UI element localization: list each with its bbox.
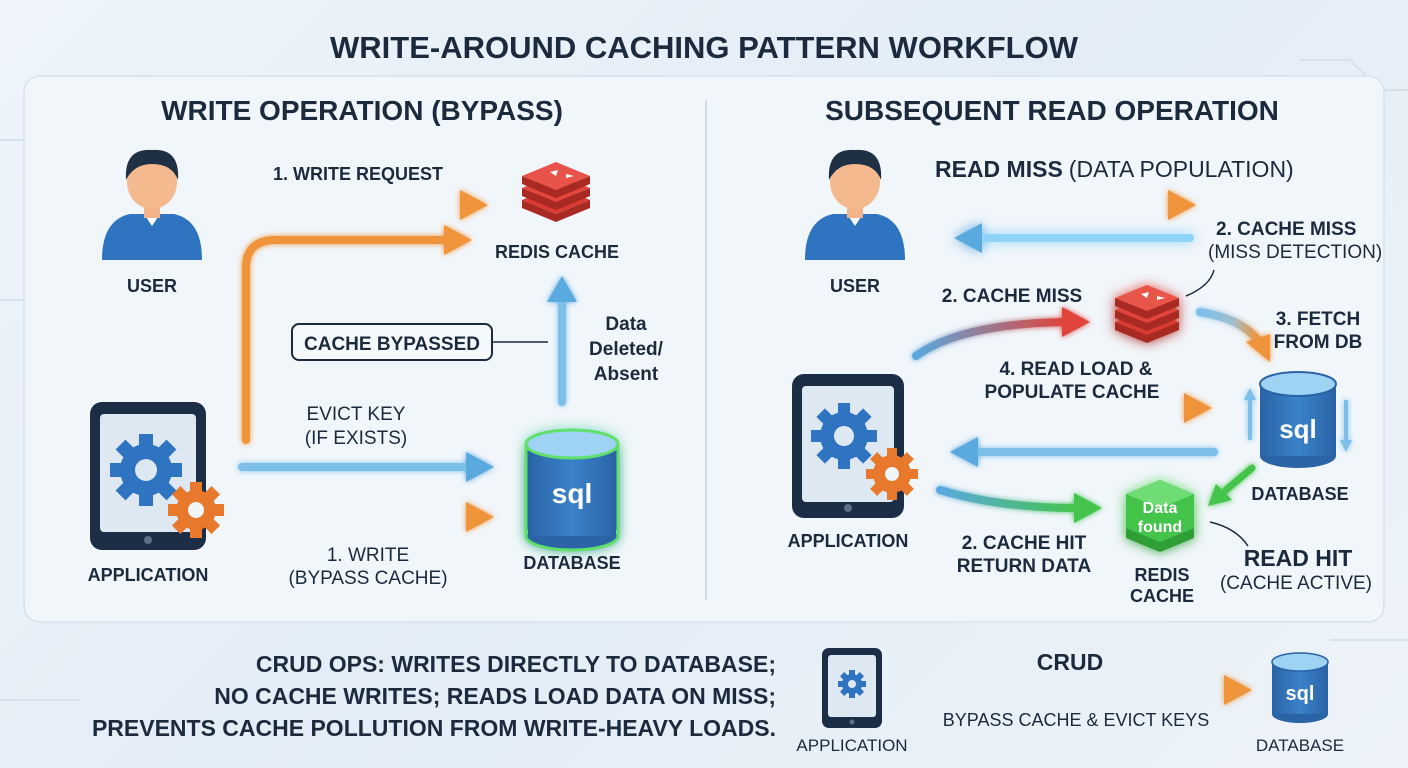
summary-line1: CRUD OPS: WRITES DIRECTLY TO DATABASE; <box>256 651 776 677</box>
read-hit-bold: READ HIT <box>1244 545 1353 571</box>
application-icon <box>90 402 224 550</box>
read-redis-icon <box>1115 285 1179 343</box>
write-database-label: DATABASE <box>523 553 620 573</box>
summary-line2: NO CACHE WRITES; READS LOAD DATA ON MISS… <box>214 683 776 709</box>
miss-callout-line <box>1185 269 1215 297</box>
cache-miss-2-line1: 2. CACHE MISS <box>1216 219 1356 240</box>
read-db-icon-text: sql <box>1279 414 1317 444</box>
redis-cache-line2: CACHE <box>1130 586 1194 606</box>
fetch-from-db-arrow <box>1196 308 1270 362</box>
read-hit-sub: (CACHE ACTIVE) <box>1220 573 1372 594</box>
write-user-label: USER <box>127 276 177 296</box>
data-deleted-line3: Absent <box>594 364 659 385</box>
data-deleted-line2: Deleted/ <box>589 339 664 360</box>
footer-database-icon <box>1271 652 1329 723</box>
miss-return-arrow <box>954 223 1194 253</box>
evict-key-line2: (IF EXISTS) <box>305 428 407 449</box>
app-to-redis-arrow <box>242 225 472 444</box>
read-application-label: APPLICATION <box>788 531 909 551</box>
read-application-icon <box>792 374 918 518</box>
cache-bypassed-label: CACHE BYPASSED <box>304 334 480 355</box>
read-user-icon <box>805 149 905 260</box>
footer-database-label: DATABASE <box>1256 736 1344 755</box>
footer-db-icon-text: sql <box>1286 683 1315 705</box>
cache-miss-2-line2: (MISS DETECTION) <box>1208 242 1382 263</box>
redis-cache-line1: REDIS <box>1134 565 1189 585</box>
read-miss-heading: READ MISS(DATA POPULATION) <box>935 156 1294 182</box>
write-db-icon-text: sql <box>552 478 592 509</box>
cache-miss-label: 2. CACHE MISS <box>942 286 1082 307</box>
data-deleted-line1: Data <box>605 314 647 335</box>
read-user-label: USER <box>830 276 880 296</box>
write-panel-heading: WRITE OPERATION (BYPASS) <box>161 95 563 126</box>
database-icon <box>524 428 620 552</box>
footer-crud-label: CRUD <box>1037 649 1103 675</box>
read-database-icon <box>1244 371 1352 468</box>
write-application-label: APPLICATION <box>88 565 209 585</box>
summary-line3: PREVENTS CACHE POLLUTION FROM WRITE-HEAV… <box>92 715 776 741</box>
read-load-line1: 4. READ LOAD & <box>999 359 1152 380</box>
cache-hit-line1: 2. CACHE HIT <box>962 533 1087 554</box>
write-line1: 1. WRITE <box>327 545 409 566</box>
main-panel <box>23 75 1385 623</box>
user-icon <box>102 149 202 260</box>
app-to-redis-miss-arrow <box>912 307 1090 360</box>
footer-bypass-label: BYPASS CACHE & EVICT KEYS <box>943 710 1209 730</box>
write-bypass-arrow <box>238 502 494 532</box>
data-found-line2: found <box>1138 519 1182 536</box>
read-panel-heading: SUBSEQUENT READ OPERATION <box>825 95 1279 126</box>
read-load-line2: POPULATE CACHE <box>985 382 1160 403</box>
evict-key-arrow <box>238 452 494 482</box>
db-to-redis-arrow <box>547 276 577 406</box>
fetch-line2: FROM DB <box>1274 332 1363 353</box>
fetch-line1: 3. FETCH <box>1276 309 1360 330</box>
db-return-arrow <box>950 437 1218 467</box>
footer-application-label: APPLICATION <box>796 736 907 755</box>
read-miss-bold: READ MISS <box>935 156 1063 182</box>
read-request-arrow <box>948 190 1196 220</box>
write-request-label: 1. WRITE REQUEST <box>273 164 443 184</box>
write-line2: (BYPASS CACHE) <box>288 568 447 589</box>
read-database-label: DATABASE <box>1251 484 1348 504</box>
read-load-arrow <box>946 393 1212 423</box>
read-hit-callout-line <box>1209 521 1249 547</box>
footer-application-icon <box>822 648 882 728</box>
db-to-cache-arrow <box>1208 464 1256 506</box>
data-found-icon <box>1126 480 1194 552</box>
cache-hit-arrow <box>936 486 1102 523</box>
footer-crud-arrow <box>898 675 1252 705</box>
data-found-line1: Data <box>1143 500 1178 517</box>
redis-icon <box>522 162 590 222</box>
write-request-arrow <box>240 190 488 220</box>
cache-bypassed-box <box>291 323 493 361</box>
page-title: WRITE-AROUND CACHING PATTERN WORKFLOW <box>330 30 1079 65</box>
write-redis-label: REDIS CACHE <box>495 242 619 262</box>
cache-hit-line2: RETURN DATA <box>957 556 1092 577</box>
read-miss-rest: (DATA POPULATION) <box>1069 156 1294 182</box>
evict-key-line1: EVICT KEY <box>307 404 406 425</box>
